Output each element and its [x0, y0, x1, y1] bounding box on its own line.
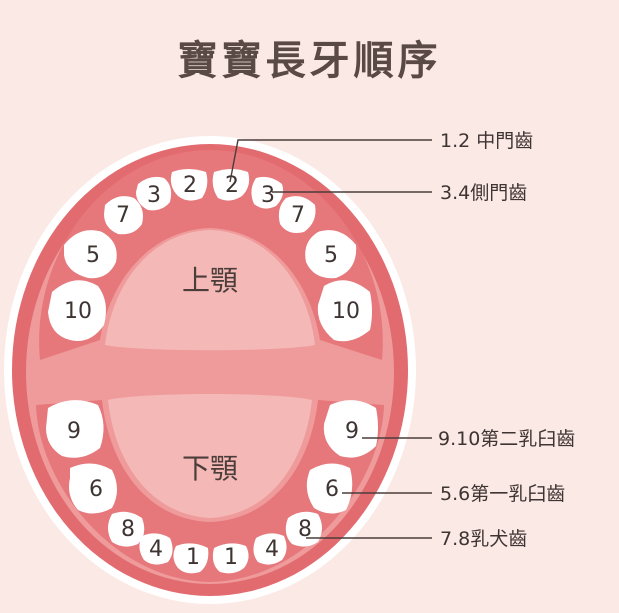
callout-canine: 7.8乳犬齒: [440, 528, 527, 550]
callout-first-molar: 5.6第一乳臼齒: [440, 483, 565, 505]
tooth-upper-10-left: [48, 280, 106, 341]
tooth-lower-9-left: [46, 400, 104, 458]
tooth-lower-6-left: [69, 463, 117, 514]
tooth-upper-label: 10: [64, 299, 92, 324]
lower-teeth: 9 6 8 4 1 1 4 8 6 9: [46, 400, 378, 574]
tooth-lower-label: 4: [265, 537, 279, 562]
tooth-lower-4-left: [139, 533, 173, 565]
tooth-lower-9-right: [323, 400, 378, 458]
tooth-upper-label: 7: [116, 203, 130, 228]
tooth-lower-6-right: [306, 463, 353, 514]
tooth-lower-label: 9: [345, 419, 359, 444]
tooth-lower-label: 9: [67, 419, 81, 444]
callout-second-molar: 9.10第二乳臼齒: [438, 428, 575, 450]
upper-palate: [105, 230, 315, 351]
callout-lines: [229, 139, 432, 539]
tooth-upper-3-right: [251, 176, 284, 209]
tooth-upper-label: 3: [261, 183, 275, 208]
tooth-upper-label: 3: [147, 183, 161, 208]
upper-jaw-label: 上顎: [182, 264, 238, 297]
callout-lateral-incisor: 3.4側門齒: [440, 182, 527, 204]
page-title: 寶寶長牙順序: [177, 38, 442, 84]
tooth-upper-label: 5: [86, 243, 100, 268]
tooth-lower-1-right: [212, 543, 249, 574]
tooth-upper-5-right: [305, 230, 357, 279]
tooth-upper-3-left: [136, 176, 172, 211]
tooth-upper-label: 5: [324, 243, 338, 268]
tooth-lower-label: 8: [298, 517, 312, 542]
lower-jaw-label: 下顎: [182, 452, 238, 485]
tooth-upper-2-left: [170, 169, 208, 201]
tooth-lower-1-left: [173, 543, 209, 574]
tooth-lower-4-right: [253, 533, 287, 565]
tooth-upper-label: 10: [332, 299, 360, 324]
callout-line-central-incisor: [229, 139, 432, 183]
tooth-lower-label: 1: [224, 545, 238, 570]
tooth-lower-label: 6: [325, 477, 339, 502]
tooth-upper-label: 2: [183, 173, 197, 198]
tooth-lower-label: 1: [186, 545, 200, 570]
lower-palate: [108, 394, 312, 518]
tooth-upper-10-right: [317, 280, 372, 342]
tooth-upper-2-right: [212, 169, 250, 201]
tooth-lower-label: 6: [89, 477, 103, 502]
upper-teeth: 10 5 7 3 2 2 3 7 5 10: [48, 169, 372, 342]
tooth-lower-8-left: [108, 511, 145, 547]
tooth-upper-7-left: [104, 196, 143, 235]
tooth-upper-7-right: [278, 196, 316, 233]
callout-central-incisor: 1.2 中門齒: [440, 130, 533, 152]
tooth-upper-5-left: [64, 230, 117, 279]
tooth-upper-label: 2: [225, 173, 239, 198]
tooth-upper-label: 7: [291, 203, 305, 228]
tooth-lower-label: 4: [149, 537, 163, 562]
tooth-lower-label: 8: [121, 517, 135, 542]
